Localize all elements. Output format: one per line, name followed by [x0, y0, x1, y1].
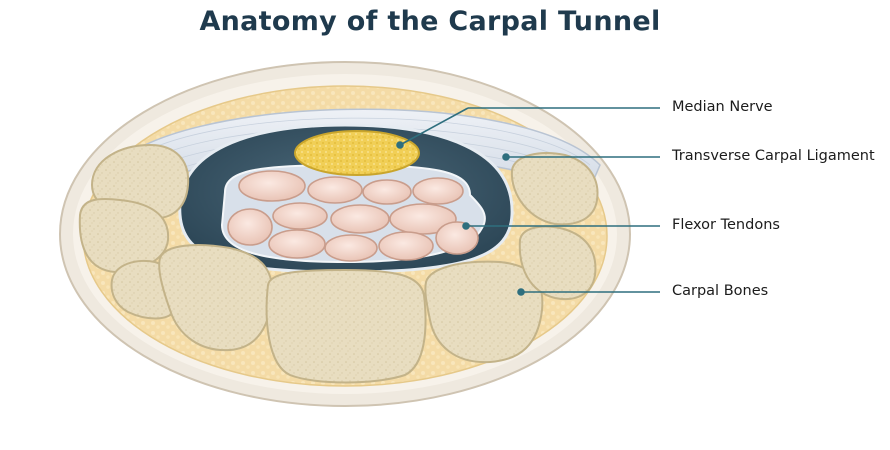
- tendon: [268, 229, 326, 259]
- tendon: [435, 221, 479, 255]
- tendon: [307, 176, 363, 204]
- tendon: [227, 208, 273, 246]
- median-nerve: [294, 130, 420, 176]
- carpal-bone: [158, 244, 274, 352]
- label-flexor-tendons: Flexor Tendons: [672, 217, 780, 233]
- diagram-title: Anatomy of the Carpal Tunnel: [199, 6, 661, 37]
- tendon: [378, 231, 434, 261]
- carpal-bone: [265, 268, 427, 384]
- leader-dot-ligament: [502, 153, 510, 161]
- tendon: [330, 204, 390, 234]
- carpal-bone: [510, 152, 599, 226]
- leader-median-nerve: [399, 107, 469, 146]
- carpal-bone: [78, 197, 170, 274]
- carpal-bone: [424, 260, 544, 364]
- label-carpal-bones: Carpal Bones: [672, 283, 769, 299]
- tendon: [389, 203, 457, 235]
- flexor-tendons: [227, 170, 479, 262]
- leader-dot-median-nerve: [396, 141, 404, 149]
- label-transverse-carpal-ligament: Transverse Carpal Ligament: [672, 148, 875, 164]
- tendon: [412, 177, 464, 205]
- tendon: [362, 179, 412, 205]
- tendon: [324, 234, 378, 262]
- leader-dot-bones: [517, 288, 525, 296]
- label-median-nerve: Median Nerve: [672, 99, 773, 115]
- carpal-bones: [78, 143, 599, 384]
- tendon: [272, 202, 328, 230]
- leader-dot-tendons: [462, 222, 470, 230]
- tendon: [238, 170, 306, 202]
